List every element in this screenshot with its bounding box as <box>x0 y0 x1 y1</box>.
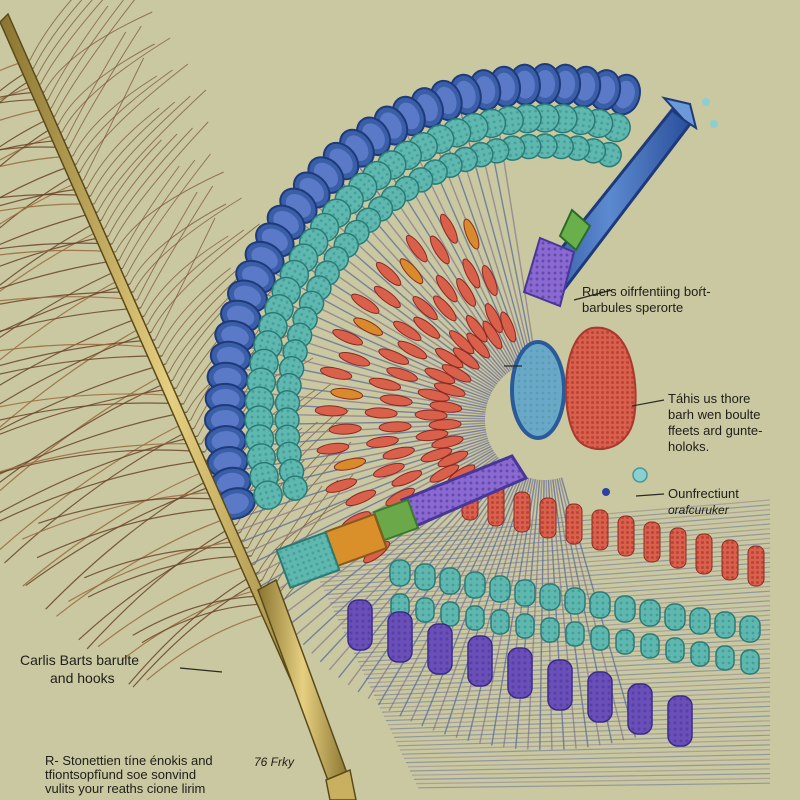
barbule-cell <box>373 462 405 478</box>
shaft-label-line: Carlis Barts barulte <box>20 652 140 668</box>
barbules-label-line: Ruers oifrfentiing boŕt- <box>582 284 711 299</box>
barbule-cell <box>391 470 423 487</box>
barbule-cell <box>429 401 463 413</box>
barbule-cell <box>500 311 517 343</box>
barbule-cell <box>345 489 377 507</box>
barbule-cell <box>351 293 380 314</box>
barbule-cell <box>435 275 458 303</box>
barb-label-line: ffeets ard gunte- <box>668 423 763 438</box>
outer-cell-ring <box>204 63 641 520</box>
central-cells <box>510 326 648 496</box>
barbule-cell <box>428 419 462 431</box>
barbule-cell <box>456 278 477 307</box>
barbule-cell <box>316 442 350 455</box>
barbule-cell <box>378 421 412 433</box>
barbule-cell <box>373 285 401 309</box>
caption-tag-text: 76 Frky <box>254 755 295 769</box>
barbule-cell <box>314 405 348 417</box>
barbule-cell <box>368 377 402 391</box>
barbule-cell <box>320 366 353 380</box>
barb-label-line: barh wen boulte <box>668 407 761 422</box>
barbule-cell <box>420 447 453 463</box>
barbule-cell <box>465 315 488 343</box>
barbule-cell <box>366 436 399 448</box>
barbule-cell <box>482 320 503 350</box>
barbule-cell <box>466 332 491 359</box>
feather-shaft <box>0 12 357 800</box>
function-label-line: orafcuruker <box>668 503 729 517</box>
function-label: Ounfrectiunt orafcuruker <box>668 486 739 518</box>
ring-cell <box>596 73 641 168</box>
barbule-cell <box>448 330 475 355</box>
barbule-cell <box>481 265 498 297</box>
barb-label-line: holoks. <box>668 439 710 454</box>
shaft-label-line: and hooks <box>50 670 115 686</box>
barbule-cell <box>375 261 402 286</box>
barbule-cell <box>405 235 428 263</box>
barbule-cell <box>386 367 418 382</box>
barbules-label-line: barbules sperorte <box>582 300 684 315</box>
barbule-cell <box>463 218 480 250</box>
barbule-cell <box>437 450 469 468</box>
barbule-cell <box>412 296 438 321</box>
barbule-cell <box>382 446 415 460</box>
barbule-cell <box>397 340 428 360</box>
barb-label-line: Táhis us thore <box>668 391 751 406</box>
barbule-cell <box>393 320 422 342</box>
barbule-cell <box>417 388 450 402</box>
barbule-cell <box>378 348 410 365</box>
barbule-cell <box>328 423 362 435</box>
shaft-label: Carlis Barts barulte and hooks <box>20 651 139 687</box>
barbule-cell <box>462 258 481 289</box>
barbule-cell <box>333 457 367 471</box>
barbule-cell <box>330 387 364 400</box>
barbule-cell <box>429 464 460 483</box>
barbule-cell <box>414 409 448 421</box>
barbule-cells <box>314 213 517 564</box>
barbules-label: Ruers oifrfentiing boŕt- barbules speror… <box>582 284 711 316</box>
barbule-cell <box>325 478 358 493</box>
barbule-cell <box>429 235 450 265</box>
barbule-cell <box>399 258 424 284</box>
barbule-cell <box>338 351 371 367</box>
small-dot <box>602 488 610 496</box>
function-label-line: Ounfrectiunt <box>668 486 739 501</box>
barbule-cell <box>433 295 457 322</box>
caption-line: vulits your reaths cione lirim <box>45 781 206 796</box>
blue-barbule-rod <box>522 96 718 308</box>
leader-lines <box>179 289 665 673</box>
barbule-cell <box>431 435 464 449</box>
barbule-cell <box>452 347 480 370</box>
caption: R- Stonettien tíne énokis and tfiontsopf… <box>45 754 213 796</box>
barbule-cell <box>353 317 383 336</box>
caption-line: tfiontsopfîund soe sonvind <box>45 767 197 782</box>
barbule-cell <box>484 303 503 334</box>
barbule-cell <box>379 394 413 407</box>
small-bubble <box>632 467 648 483</box>
barbule-cell <box>433 382 466 397</box>
caption-line: R- Stonettien tíne énokis and <box>45 753 213 768</box>
ring-cell <box>279 187 359 259</box>
barbule-cell <box>441 364 472 383</box>
caption-tag: 76 Frky <box>254 754 294 770</box>
barbule-cell <box>439 213 458 244</box>
barb-label: Táhis us thore barh wen boulte ffeets ar… <box>668 391 762 455</box>
barbule-cell <box>424 367 456 385</box>
barbule-cell <box>332 329 364 346</box>
ring-cell <box>214 475 308 520</box>
feather-vane <box>0 0 385 688</box>
barbule-cell <box>415 429 449 442</box>
barbule-cell <box>435 347 464 369</box>
purple-segment <box>275 454 529 589</box>
barbule-cell <box>364 407 398 419</box>
ring-cell <box>529 63 561 159</box>
lower-cell-rows <box>347 479 765 747</box>
barbule-cell <box>413 316 441 339</box>
